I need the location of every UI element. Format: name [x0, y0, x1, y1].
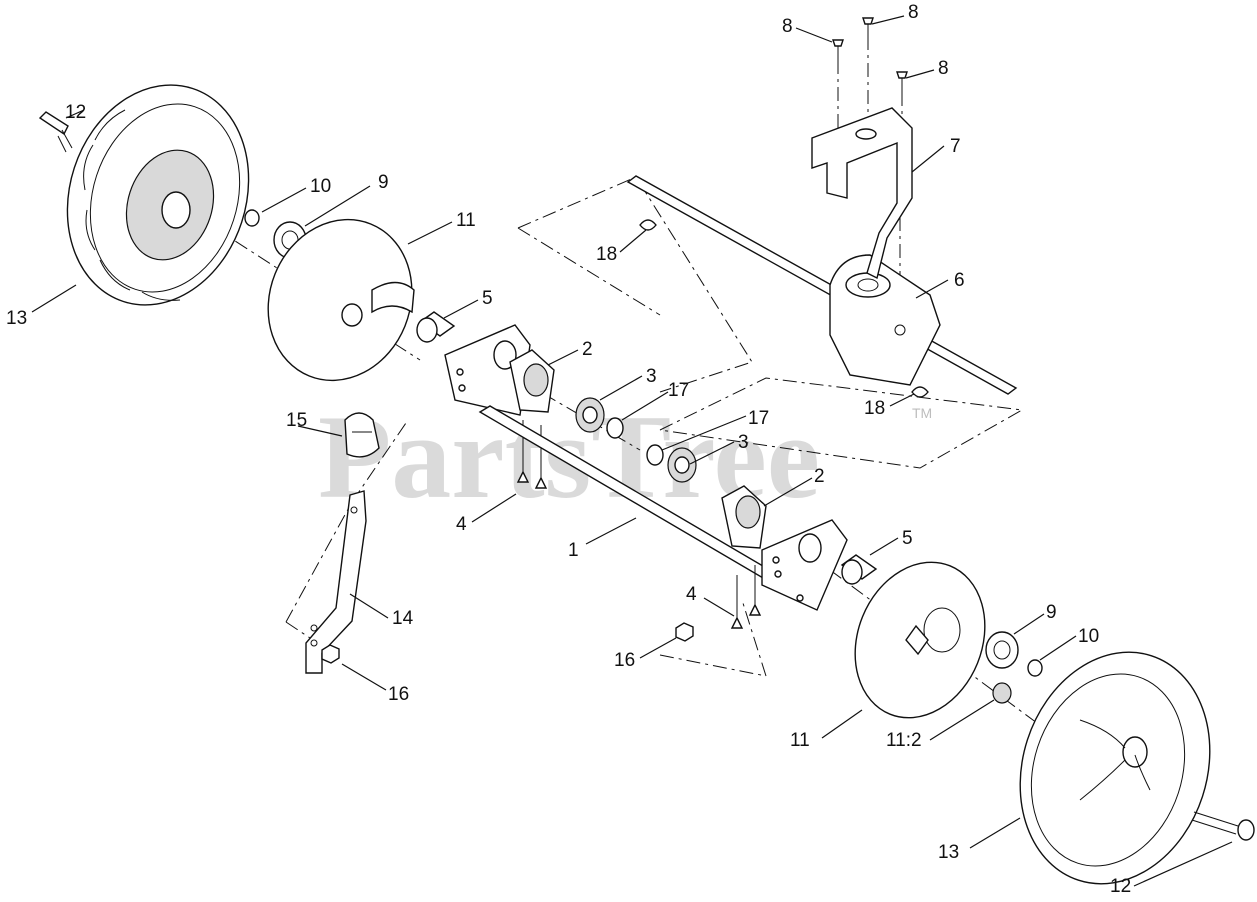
axle-bracket-right: [761, 519, 848, 611]
bearing-lower: [667, 447, 697, 483]
bearing-upper: [575, 397, 605, 433]
callout-8-right: 8: [938, 58, 949, 79]
callout-labels: 12 13 10 9 11 5 2 3 17 17 3 2 5 1 4 4 16…: [6, 2, 1131, 897]
bushing-right: [840, 554, 878, 585]
callout-8-middle: 8: [908, 2, 919, 23]
callout-13-left: 13: [6, 308, 27, 329]
callout-14: 14: [392, 608, 414, 629]
callout-2-upper: 2: [582, 339, 593, 360]
e-clip-lower: [911, 386, 929, 398]
rear-wheel-left: [66, 84, 250, 306]
screws-lower: [730, 565, 762, 629]
callout-9-left: 9: [378, 172, 389, 193]
callout-13-right: 13: [938, 842, 959, 863]
bearing-housing-upper: [509, 349, 555, 413]
callout-11-left: 11: [456, 210, 476, 231]
wheel-cover-left: [267, 218, 415, 382]
rear-wheel-right: [1019, 651, 1211, 885]
screws-upper: [516, 420, 548, 489]
callout-12-right: 12: [1110, 876, 1131, 897]
callout-17-lower: 17: [748, 408, 769, 429]
leader-lines: [31, 15, 1233, 887]
callout-18-lower: 18: [864, 398, 885, 419]
callout-11-right: 11: [790, 730, 810, 751]
callout-5-right: 5: [902, 528, 913, 549]
callout-16-left: 16: [388, 684, 409, 705]
transmission-gearbox: [829, 254, 941, 386]
lever-knob: [344, 412, 380, 458]
height-adjust-lever: [305, 490, 367, 674]
callout-9-right: 9: [1046, 602, 1057, 623]
callout-3-upper: 3: [646, 366, 657, 387]
callout-17-upper: 17: [668, 380, 689, 401]
gearbox-bracket: [811, 107, 913, 280]
watermark-trademark: TM: [912, 405, 932, 421]
nut-left: [321, 644, 340, 664]
bearing-housing-lower: [721, 485, 767, 549]
e-clip-upper: [639, 219, 657, 231]
callout-10-left: 10: [310, 176, 331, 197]
nut-lower: [675, 622, 694, 642]
bushing-left: [416, 311, 456, 343]
callout-16-lower: 16: [614, 650, 635, 671]
callout-3-lower: 3: [738, 432, 749, 453]
callout-4-upper: 4: [456, 514, 467, 535]
wheel-bolt-right: [1191, 811, 1255, 841]
bracket-screws: [832, 17, 908, 94]
callout-7: 7: [950, 136, 961, 157]
callout-6: 6: [954, 270, 965, 291]
washer-left: [244, 209, 260, 227]
callout-18-upper: 18: [596, 244, 617, 265]
callout-15: 15: [286, 410, 307, 431]
callout-8-left: 8: [782, 16, 793, 37]
washer-lower: [646, 444, 664, 466]
callout-11-2: 11:2: [886, 730, 922, 751]
spacer-washer: [992, 682, 1012, 704]
wheel-cover-right: [854, 561, 986, 719]
wheel-bolt-left: [38, 111, 73, 153]
washer-right: [1027, 659, 1043, 677]
callout-12-left: 12: [65, 102, 86, 123]
callout-5-left: 5: [482, 288, 493, 309]
callout-1: 1: [568, 540, 579, 561]
callout-2-lower: 2: [814, 466, 825, 487]
washer-upper: [606, 417, 624, 439]
callout-4-lower: 4: [686, 584, 697, 605]
callout-10-right: 10: [1078, 626, 1099, 647]
pinion-gear-right: [985, 631, 1019, 669]
